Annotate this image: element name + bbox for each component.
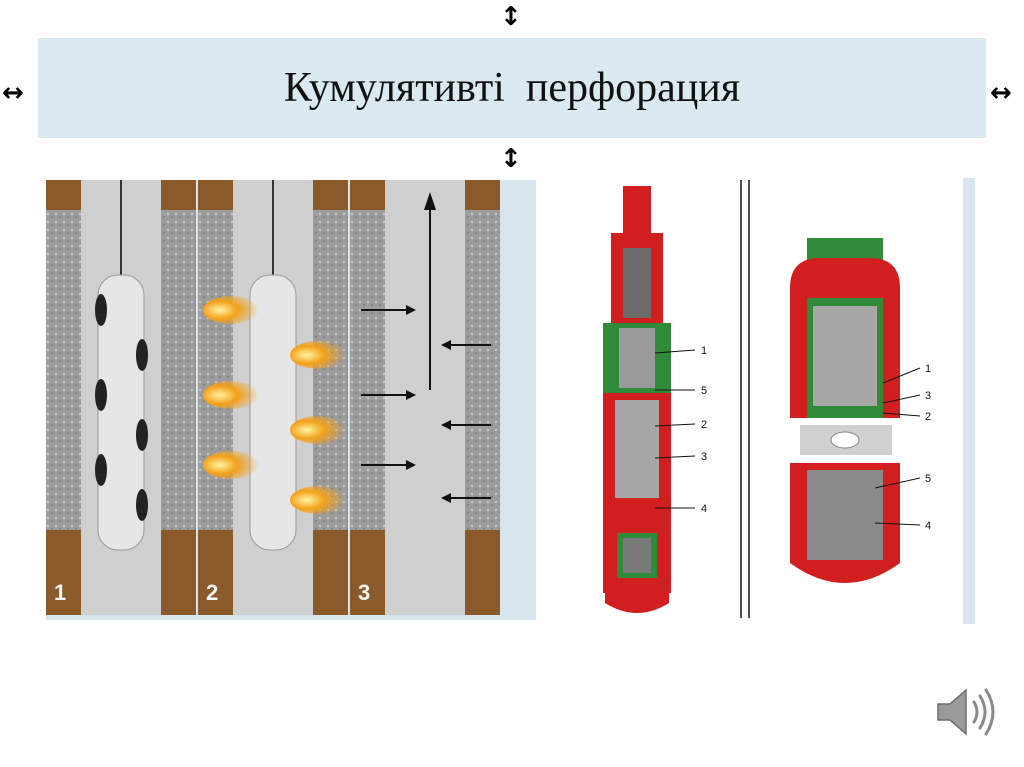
bullet-perforator-device — [603, 186, 671, 613]
right-device-label-3: 2 — [925, 411, 931, 423]
panel-1 — [46, 180, 196, 615]
resize-arrow-bottom-icon[interactable]: ↕ — [500, 146, 522, 172]
panel-3 — [350, 180, 500, 615]
slide-title: Кумулятивті перфорация — [38, 38, 986, 138]
speaker-icon[interactable] — [932, 682, 1002, 742]
perforation-stages-figure: 1 2 3 — [46, 180, 536, 620]
left-device-label-1: 1 — [701, 345, 707, 357]
left-device-label-5: 4 — [701, 503, 707, 515]
right-device-label-4: 5 — [925, 473, 931, 485]
resize-arrow-top-icon[interactable]: ↕ — [500, 4, 522, 30]
right-device-label-5: 4 — [925, 520, 931, 532]
perforator-devices-figure: 1 5 2 3 4 1 3 2 5 4 — [545, 178, 975, 628]
right-device-label-1: 1 — [925, 363, 931, 375]
panel-number-1: 1 — [54, 580, 66, 605]
panel-2 — [198, 180, 348, 615]
panel-number-3: 3 — [358, 580, 370, 605]
title-bar: Кумулятивті перфорация — [38, 38, 986, 138]
left-device-label-2: 5 — [701, 385, 707, 397]
resize-arrow-left-icon[interactable]: ↔ — [2, 80, 24, 106]
resize-arrow-right-icon[interactable]: ↔ — [990, 80, 1012, 106]
panel-number-2: 2 — [206, 580, 218, 605]
left-device-label-3: 2 — [701, 419, 707, 431]
right-device-label-2: 3 — [925, 390, 931, 402]
shaped-charge-device — [790, 238, 900, 583]
left-device-label-4: 3 — [701, 451, 707, 463]
